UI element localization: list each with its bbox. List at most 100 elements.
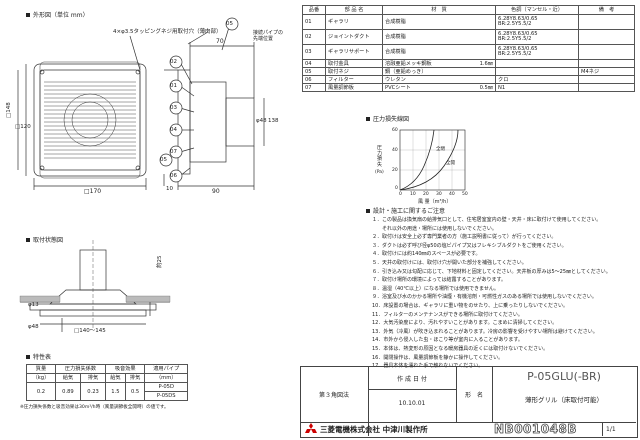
chart-xtick: 40 bbox=[449, 192, 455, 197]
part-material: 合成樹脂 bbox=[382, 14, 496, 30]
part-name: 風量調節板 bbox=[325, 83, 383, 92]
curve-closed bbox=[399, 129, 435, 191]
table-row: 06 フィルター ウレタン クロ bbox=[302, 75, 635, 84]
date-value: 10.10.01 bbox=[398, 400, 426, 407]
dim-70: 70 bbox=[216, 38, 224, 45]
part-material: 鋼（亜鉛めっき） bbox=[382, 67, 496, 76]
chart-ytick: 60 bbox=[392, 128, 398, 133]
mitsubishi-logo-icon bbox=[305, 423, 317, 433]
square-bullet-icon bbox=[366, 209, 370, 213]
table-row: 02 ジョイントダクト 合成樹脂 6.28Y8.63/0.65 BR:2.5Y5… bbox=[302, 29, 635, 45]
part-no: 02 bbox=[302, 29, 326, 45]
product-name: 薄形グリル（床取付可能） bbox=[525, 396, 603, 404]
curve-open-label: 全開 bbox=[446, 161, 455, 166]
chart-ytick: 20 bbox=[392, 168, 398, 173]
chart-ytick: 0 bbox=[395, 186, 398, 191]
tb-divider bbox=[492, 366, 493, 422]
part-material: 合成樹脂 bbox=[382, 44, 496, 60]
part-color: クロ bbox=[495, 75, 579, 84]
part-note bbox=[578, 83, 635, 92]
callout-05a: 05 bbox=[160, 157, 167, 163]
front-view-outer-frame bbox=[33, 63, 147, 177]
square-bullet-icon bbox=[366, 117, 370, 121]
spec-sub: 排気 bbox=[124, 373, 146, 383]
dim-phi48: φ48 bbox=[256, 118, 267, 124]
table-row: 0.2 0.89 0.23 1.5 0.5 P-05D bbox=[26, 382, 188, 401]
note-item: 12．大気汚染度により、汚れやすいことがあります。こまめに清掃してください。 bbox=[372, 320, 558, 327]
spec-sub: 給気 bbox=[54, 373, 81, 383]
date-label: 作 成 日 付 bbox=[397, 376, 427, 383]
chart-xtick: 50 bbox=[462, 192, 468, 197]
model-label: 形 名 bbox=[464, 392, 483, 399]
note-item: ２．取付けは安全上必ず専門業者の方（施工説明書に従って）が行ってください。 bbox=[372, 234, 557, 241]
spec-value: 1.5 bbox=[105, 382, 126, 401]
note-item: ６．引き込み又は勾配に応じて、下地材料と固定してください。天井板の厚みは5～25… bbox=[372, 268, 611, 275]
part-no: 07 bbox=[302, 83, 326, 92]
part-material: ウレタン bbox=[382, 75, 496, 84]
part-no: 01 bbox=[302, 14, 326, 30]
chart-xtick: 0 bbox=[399, 192, 402, 197]
note-item: それ以外の用途・場所には使用しないでください。 bbox=[372, 225, 497, 232]
dim-120: □120 bbox=[15, 124, 31, 130]
spec-value: 0.2 bbox=[26, 382, 56, 401]
spec-pipe: P-05DS bbox=[144, 391, 188, 401]
curve-open bbox=[399, 129, 459, 191]
table-row: P-05DS bbox=[27, 391, 188, 401]
chart-xtick: 10 bbox=[410, 192, 416, 197]
section-spec-title: 特性表 bbox=[26, 354, 51, 361]
parts-table: 品番 部 品 名 材 質 色調（マンセル・近） 備 考 01 ギャラリ 合成樹脂… bbox=[302, 5, 635, 92]
pressure-loss-chart bbox=[399, 129, 466, 191]
header-color: 色調（マンセル・近） bbox=[495, 5, 579, 15]
part-color: 6.28Y8.63/0.65 BR:2.5Y5.5/2 bbox=[495, 14, 579, 30]
part-material: 合成樹脂 bbox=[382, 29, 496, 45]
chart-xtick: 20 bbox=[423, 192, 429, 197]
pipe-position-note: 接続パイプの 先端位置 bbox=[253, 30, 284, 42]
note-item: 16．開閉操作は、風量調節板を静かに操作してください。 bbox=[372, 354, 504, 361]
spec-sub: 給気 bbox=[105, 373, 126, 383]
screw-hole-note: 4×φ3.5タッピングネジ用取付穴（薄肉部） bbox=[113, 29, 222, 35]
callout-05b: 05 bbox=[226, 21, 233, 27]
front-view-inner-frame bbox=[39, 69, 141, 171]
note-item: ９．浴室及び水のかかる場所や油煙・有機溶剤・可燃性ガスのある場所では使用しないで… bbox=[372, 294, 597, 301]
tb-divider bbox=[368, 366, 369, 436]
part-color bbox=[495, 59, 579, 68]
spec-head-mass: 質量 bbox=[26, 364, 56, 374]
curve-closed-label: 全閉 bbox=[436, 147, 445, 152]
tb-divider bbox=[602, 422, 603, 436]
spec-head-sound: 吸音効果 bbox=[105, 364, 146, 374]
part-note bbox=[578, 29, 635, 45]
part-color bbox=[495, 67, 579, 76]
callout-04: 04 bbox=[170, 127, 177, 133]
header-note: 備 考 bbox=[578, 5, 635, 15]
header-no: 品番 bbox=[302, 5, 326, 15]
dim-138: 138 bbox=[268, 118, 279, 124]
callout-03: 03 bbox=[170, 105, 177, 111]
dim-phi13: φ13 bbox=[28, 302, 39, 308]
note-item: 10．床設置の場合は、ギャラリに重い物をのせたり、上に乗ったりしないでください。 bbox=[372, 302, 569, 309]
note-item: ４．取付けには約140㎜のスペースが必要です。 bbox=[372, 251, 481, 258]
section-outline-label: 外形図（単位 mm） bbox=[33, 12, 89, 19]
spec-head-pipe: 適用パイプ bbox=[144, 364, 188, 374]
company-name: 三菱電機株式会社 中津川製作所 bbox=[320, 425, 428, 434]
square-bullet-icon bbox=[26, 13, 30, 17]
callout-01: 01 bbox=[170, 83, 177, 89]
square-bullet-icon bbox=[26, 238, 30, 242]
chart-ylabel: 圧 力 損 失 bbox=[377, 145, 383, 168]
title-block bbox=[300, 366, 638, 438]
dim-140: □140～145 bbox=[74, 328, 106, 334]
chart-xlabel: 風 量（m³/h） bbox=[418, 199, 452, 205]
part-name: 取付金具 bbox=[325, 59, 383, 68]
part-name: フィルター bbox=[325, 75, 383, 84]
part-note: M4ネジ bbox=[578, 67, 635, 76]
section-spec-label: 特性表 bbox=[33, 354, 52, 361]
note-item: ５．天井の取付けには、取付け穴が開いた部分を補強してください。 bbox=[372, 259, 527, 266]
part-thickness: 0.5㎜ bbox=[479, 84, 493, 91]
part-name: ギャラリ bbox=[325, 14, 383, 30]
tb-divider bbox=[456, 366, 457, 422]
part-no: 03 bbox=[302, 44, 326, 60]
note-item: ７．取付け場所の環境によっては結露することがあります。 bbox=[372, 277, 507, 284]
note-item: 15．本体は、熱変形の原因となる暖房器具の近くには取付けないでください。 bbox=[372, 345, 549, 352]
section-notes-label: 設計・施工に関するご注意 bbox=[373, 208, 446, 215]
